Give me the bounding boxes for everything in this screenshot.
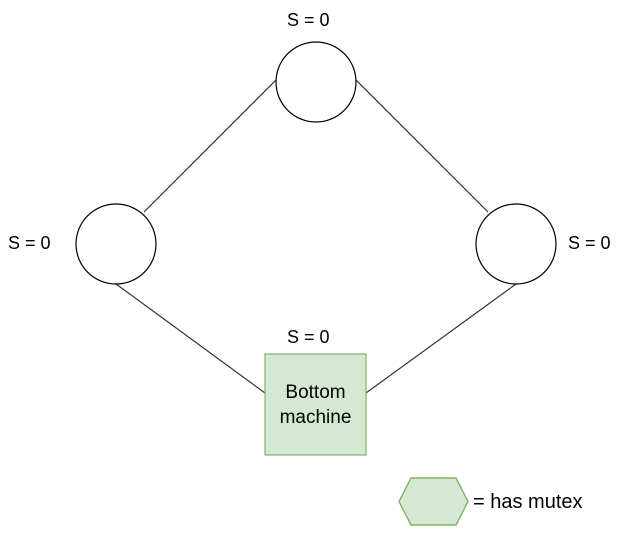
node-bottom-rectangle[interactable] xyxy=(264,353,367,456)
edge-bottom-to-right xyxy=(365,283,517,394)
state-label-bottom: S = 0 xyxy=(287,327,330,347)
node-left-circle[interactable] xyxy=(75,203,157,285)
legend-label: = has mutex xyxy=(473,491,583,513)
node-bottom-label: Bottom machine xyxy=(279,382,352,428)
node-top-circle[interactable] xyxy=(275,41,357,123)
state-label-top: S = 0 xyxy=(287,10,330,30)
node-right-circle[interactable] xyxy=(475,203,557,285)
edge-left-to-top xyxy=(143,67,289,213)
state-label-left: S = 0 xyxy=(8,233,51,253)
legend-hexagon-icon xyxy=(398,477,469,526)
edge-top-to-right xyxy=(343,67,489,213)
edge-group xyxy=(115,67,517,394)
edge-left-to-bottom xyxy=(115,283,266,394)
state-label-right: S = 0 xyxy=(568,233,611,253)
